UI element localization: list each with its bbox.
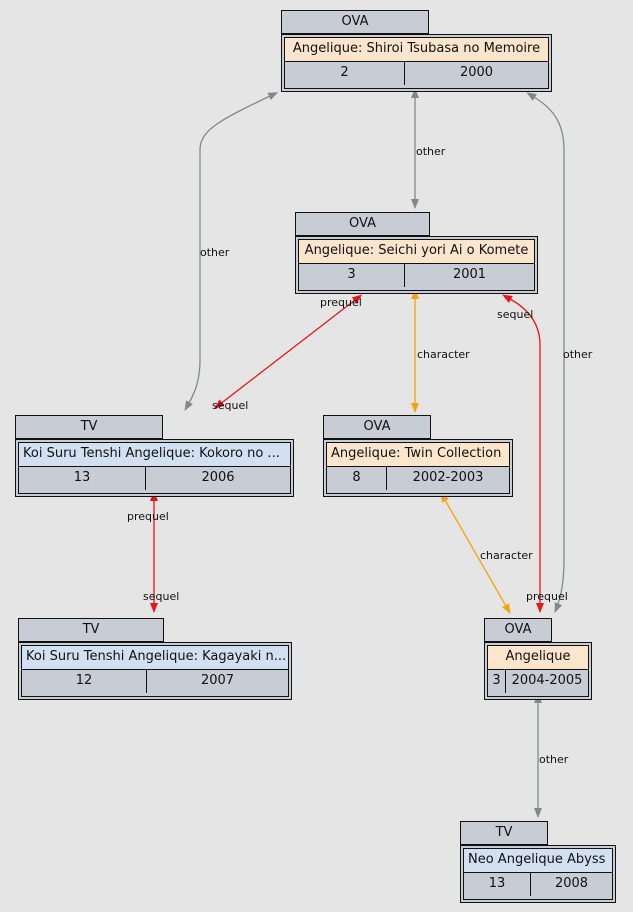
year-cell: 2000	[404, 62, 548, 85]
node-twin-collection[interactable]: OVA Angelique: Twin Collection 8 2002-20…	[323, 415, 513, 497]
episodes-cell: 8	[327, 467, 386, 490]
year-cell: 2006	[145, 467, 290, 490]
node-title: Angelique	[488, 646, 588, 670]
episodes-cell: 3	[488, 670, 505, 693]
node-neo-angelique-abyss[interactable]: TV Neo Angelique Abyss 13 2008	[460, 821, 616, 903]
year-cell: 2004-2005	[505, 670, 588, 693]
year-cell: 2008	[530, 873, 612, 896]
year-cell: 2007	[146, 670, 288, 693]
node-kokoro-no[interactable]: TV Koi Suru Tenshi Angelique: Kokoro no …	[15, 415, 294, 497]
node-title: Angelique: Twin Collection	[327, 443, 509, 467]
year-cell: 2002-2003	[386, 467, 509, 490]
node-type-tab: OVA	[323, 415, 431, 439]
node-title: Koi Suru Tenshi Angelique: Kagayaki n...	[22, 646, 288, 670]
edge-label-n2-n3-tail: prequel	[320, 296, 362, 309]
node-title: Neo Angelique Abyss	[464, 849, 612, 873]
node-angelique[interactable]: OVA Angelique 3 2004-2005	[484, 618, 592, 700]
node-type-tab: OVA	[484, 618, 552, 642]
edge-label-n6-n7: other	[539, 753, 569, 766]
edge-n2-n6	[502, 294, 544, 613]
edge-n2-n3	[214, 294, 363, 409]
node-kagayaki[interactable]: TV Koi Suru Tenshi Angelique: Kagayaki n…	[18, 618, 292, 700]
node-title: Angelique: Seichi yori Ai o Komete	[299, 240, 534, 264]
edge-label-n2-n3-head: sequel	[212, 399, 248, 412]
edge-label-n3-n5-tail: prequel	[127, 510, 169, 523]
episodes-cell: 12	[22, 670, 146, 693]
episodes-cell: 3	[299, 264, 404, 287]
edge-label-n6-n2-head: prequel	[526, 590, 568, 603]
node-type-tab: TV	[18, 618, 164, 642]
episodes-cell: 13	[19, 467, 145, 490]
edge-label-n1-n3: other	[200, 246, 230, 259]
node-type-tab: OVA	[281, 10, 429, 34]
edge-label-n1-n6: other	[563, 348, 593, 361]
node-title: Angelique: Shiroi Tsubasa no Memoire	[285, 38, 548, 62]
node-title: Koi Suru Tenshi Angelique: Kokoro no ...	[19, 443, 290, 467]
episodes-cell: 13	[464, 873, 530, 896]
edge-n1-n6	[526, 92, 565, 613]
edge-label-n2-n6-tail: sequel	[497, 308, 533, 321]
edge-n1-n3	[184, 92, 279, 411]
node-type-tab: TV	[15, 415, 163, 439]
edge-n4-n6	[440, 492, 511, 614]
year-cell: 2001	[404, 264, 534, 287]
node-type-tab: OVA	[295, 212, 430, 236]
edge-label-n2-n4: character	[417, 348, 470, 361]
edge-label-n1-n2: other	[416, 145, 446, 158]
edge-label-n3-n5-head: sequel	[143, 590, 179, 603]
node-shiroi-tsubasa[interactable]: OVA Angelique: Shiroi Tsubasa no Memoire…	[281, 10, 552, 92]
episodes-cell: 2	[285, 62, 404, 85]
edge-label-n4-n6: character	[480, 549, 533, 562]
node-seichi-yori-ai[interactable]: OVA Angelique: Seichi yori Ai o Komete 3…	[295, 212, 538, 294]
node-type-tab: TV	[460, 821, 548, 845]
